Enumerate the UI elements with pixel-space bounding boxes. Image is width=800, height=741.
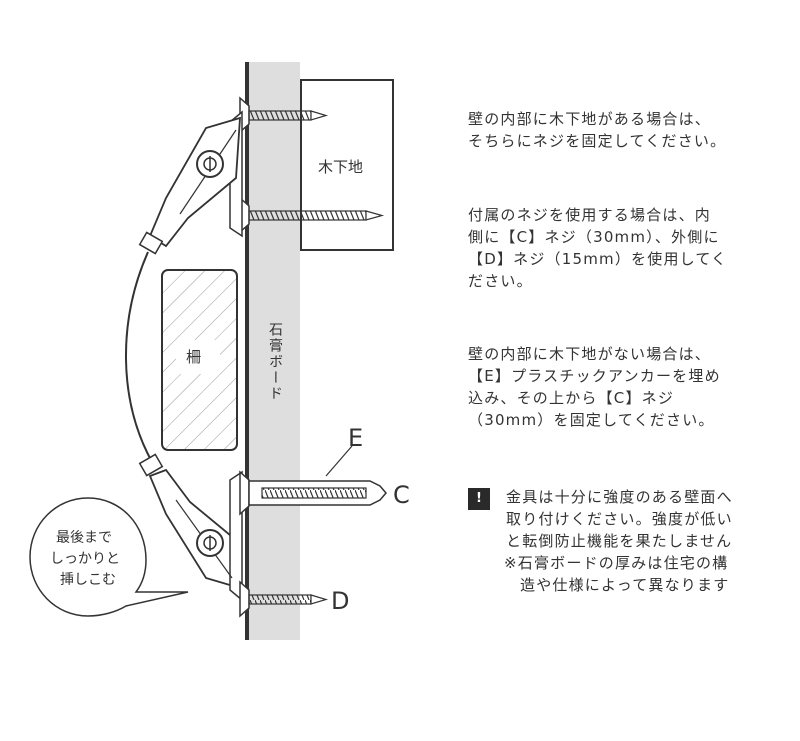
note-wood-base: 壁の内部に木下地がある場合は、 そちらにネジを固定してください。 [468, 108, 726, 152]
warning-line: 取り付けください。強度が低い [506, 510, 733, 528]
warning-sub-note: ※石膏ボードの厚みは住宅の構 造や仕様によって異なります [504, 552, 729, 596]
note3-line: （30mm）を固定してください。 [468, 411, 715, 429]
lower-bracket [138, 453, 243, 602]
note-no-wood-base: 壁の内部に木下地がない場合は、 【E】プラスチックアンカーを埋め 込み、その上か… [468, 343, 721, 431]
lower-screw-d [239, 580, 329, 618]
label-e-leader [325, 445, 353, 477]
note2-line: 【D】ネジ（15mm）を使用してく [468, 250, 728, 268]
warning-line: 金具は十分に強度のある壁面へ [506, 488, 733, 506]
warning-line: と転倒防止機能を果たしません [506, 532, 733, 550]
speech-bubble [29, 497, 189, 617]
warning-sub-line: 造や仕様によって異なります [520, 576, 730, 594]
bubble-line-2: しっかりと [50, 551, 120, 567]
note3-line: 【E】プラスチックアンカーを埋め [468, 367, 721, 385]
label-d: D [331, 587, 349, 615]
gypsum-board [249, 62, 300, 640]
note2-line: 付属のネジを使用する場合は、内 [468, 206, 712, 224]
note-included-screws: 付属のネジを使用する場合は、内 側に【C】ネジ（30mm）、外側に 【D】ネジ（… [468, 204, 727, 292]
warning-icon: ! [468, 488, 490, 510]
bubble-line-3: 挿しこむ [60, 572, 116, 588]
note1-line: そちらにネジを固定してください。 [468, 132, 727, 150]
fence-label: 柵 [186, 348, 201, 366]
wood-base-label: 木下地 [318, 158, 363, 176]
note3-line: 込み、その上から【C】ネジ [468, 389, 675, 407]
gypsum-board-label: 石膏ボード [267, 322, 283, 402]
anchor-e-screw-c [239, 470, 387, 516]
bubble-line-1: 最後まで [56, 530, 112, 546]
upper-bracket [138, 110, 243, 255]
note3-line: 壁の内部に木下地がない場合は、 [468, 345, 712, 363]
wood-base-box [300, 79, 394, 251]
note2-line: 側に【C】ネジ（30mm）、外側に [468, 228, 720, 246]
upper-screw-2 [239, 196, 385, 234]
label-e: E [348, 424, 363, 452]
note1-line: 壁の内部に木下地がある場合は、 [468, 110, 712, 128]
note2-line: ださい。 [468, 272, 533, 290]
safety-wire [125, 251, 153, 463]
warning-text: 金具は十分に強度のある壁面へ 取り付けください。強度が低い と転倒防止機能を果た… [506, 486, 733, 552]
warning-sub-line: ※石膏ボードの厚みは住宅の構 [504, 554, 729, 572]
label-c: C [393, 481, 410, 509]
